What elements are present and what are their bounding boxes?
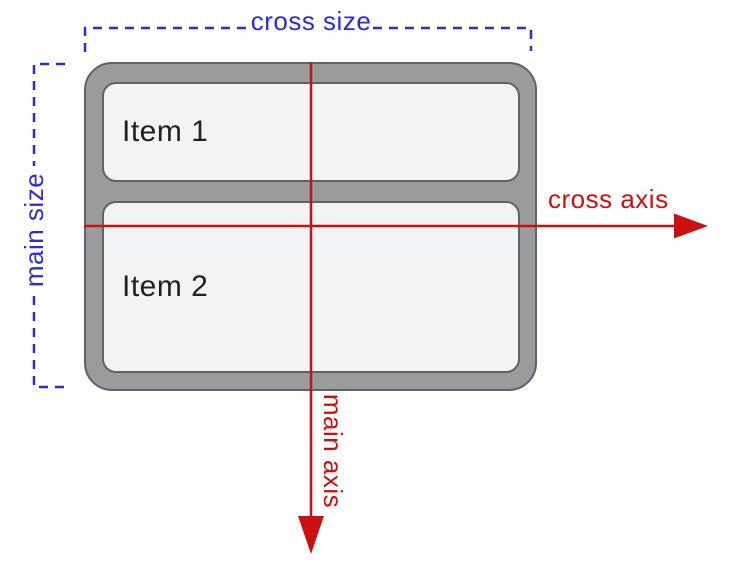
- flex-item-1: Item 1: [102, 82, 520, 182]
- main-axis-label: main axis: [318, 393, 348, 509]
- flex-item-2-label: Item 2: [122, 270, 209, 303]
- cross-axis-label: cross axis: [548, 184, 669, 214]
- cross-axis-arrowhead-icon: [674, 213, 708, 239]
- flex-item-1-label: Item 1: [122, 115, 209, 148]
- main-axis-arrowhead-icon: [298, 516, 324, 554]
- cross-size-label: cross size: [250, 6, 372, 36]
- flex-item-2: Item 2: [102, 201, 520, 373]
- main-size-label: main size: [19, 172, 49, 288]
